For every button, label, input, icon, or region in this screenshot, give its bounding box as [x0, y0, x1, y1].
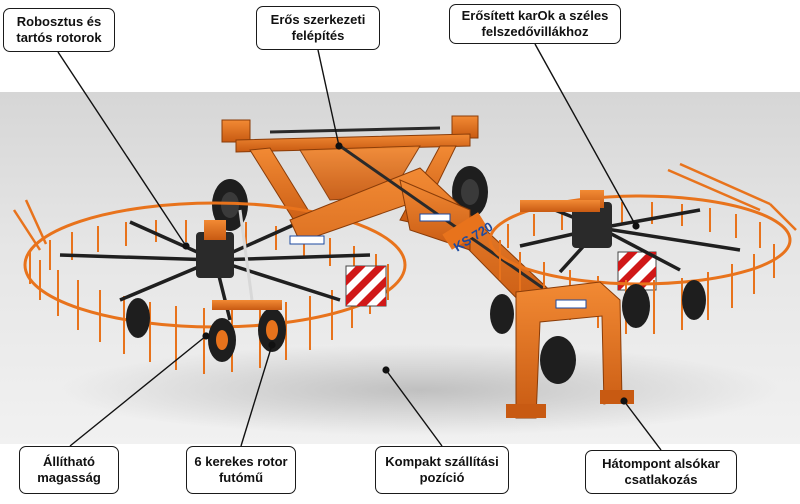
main-beam: KS 720: [289, 144, 561, 319]
left-warning-sign: [345, 265, 387, 307]
callout-three-point-hitch: Hátompont alsókar csatlakozás: [585, 450, 737, 494]
right-rotor-hub: [520, 190, 612, 248]
callout-endpoints: [182, 142, 640, 405]
callout-compact-transport: Kompakt szállítási pozíció: [375, 446, 509, 494]
left-rotor-wheels: [126, 298, 286, 362]
left-rotor-hub: [196, 209, 254, 301]
right-rotor: [488, 162, 797, 334]
callout-six-wheel-chassis: 6 kerekes rotor futómű: [186, 446, 296, 494]
rear-wheels: [212, 166, 488, 231]
floor-shadow: [60, 344, 780, 436]
callout-adjustable-height: Állítható magasság: [19, 446, 119, 494]
callout-leaders: [57, 43, 662, 451]
callout-strong-structure: Erős szerkezeti felépítés: [256, 6, 380, 50]
right-rotor-wheels: [490, 280, 706, 334]
callout-robust-rotors: Robosztus és tartós rotorok: [3, 8, 115, 52]
callout-reinforced-arms: Erősített karOk a széles felszedővillákh…: [449, 4, 621, 44]
